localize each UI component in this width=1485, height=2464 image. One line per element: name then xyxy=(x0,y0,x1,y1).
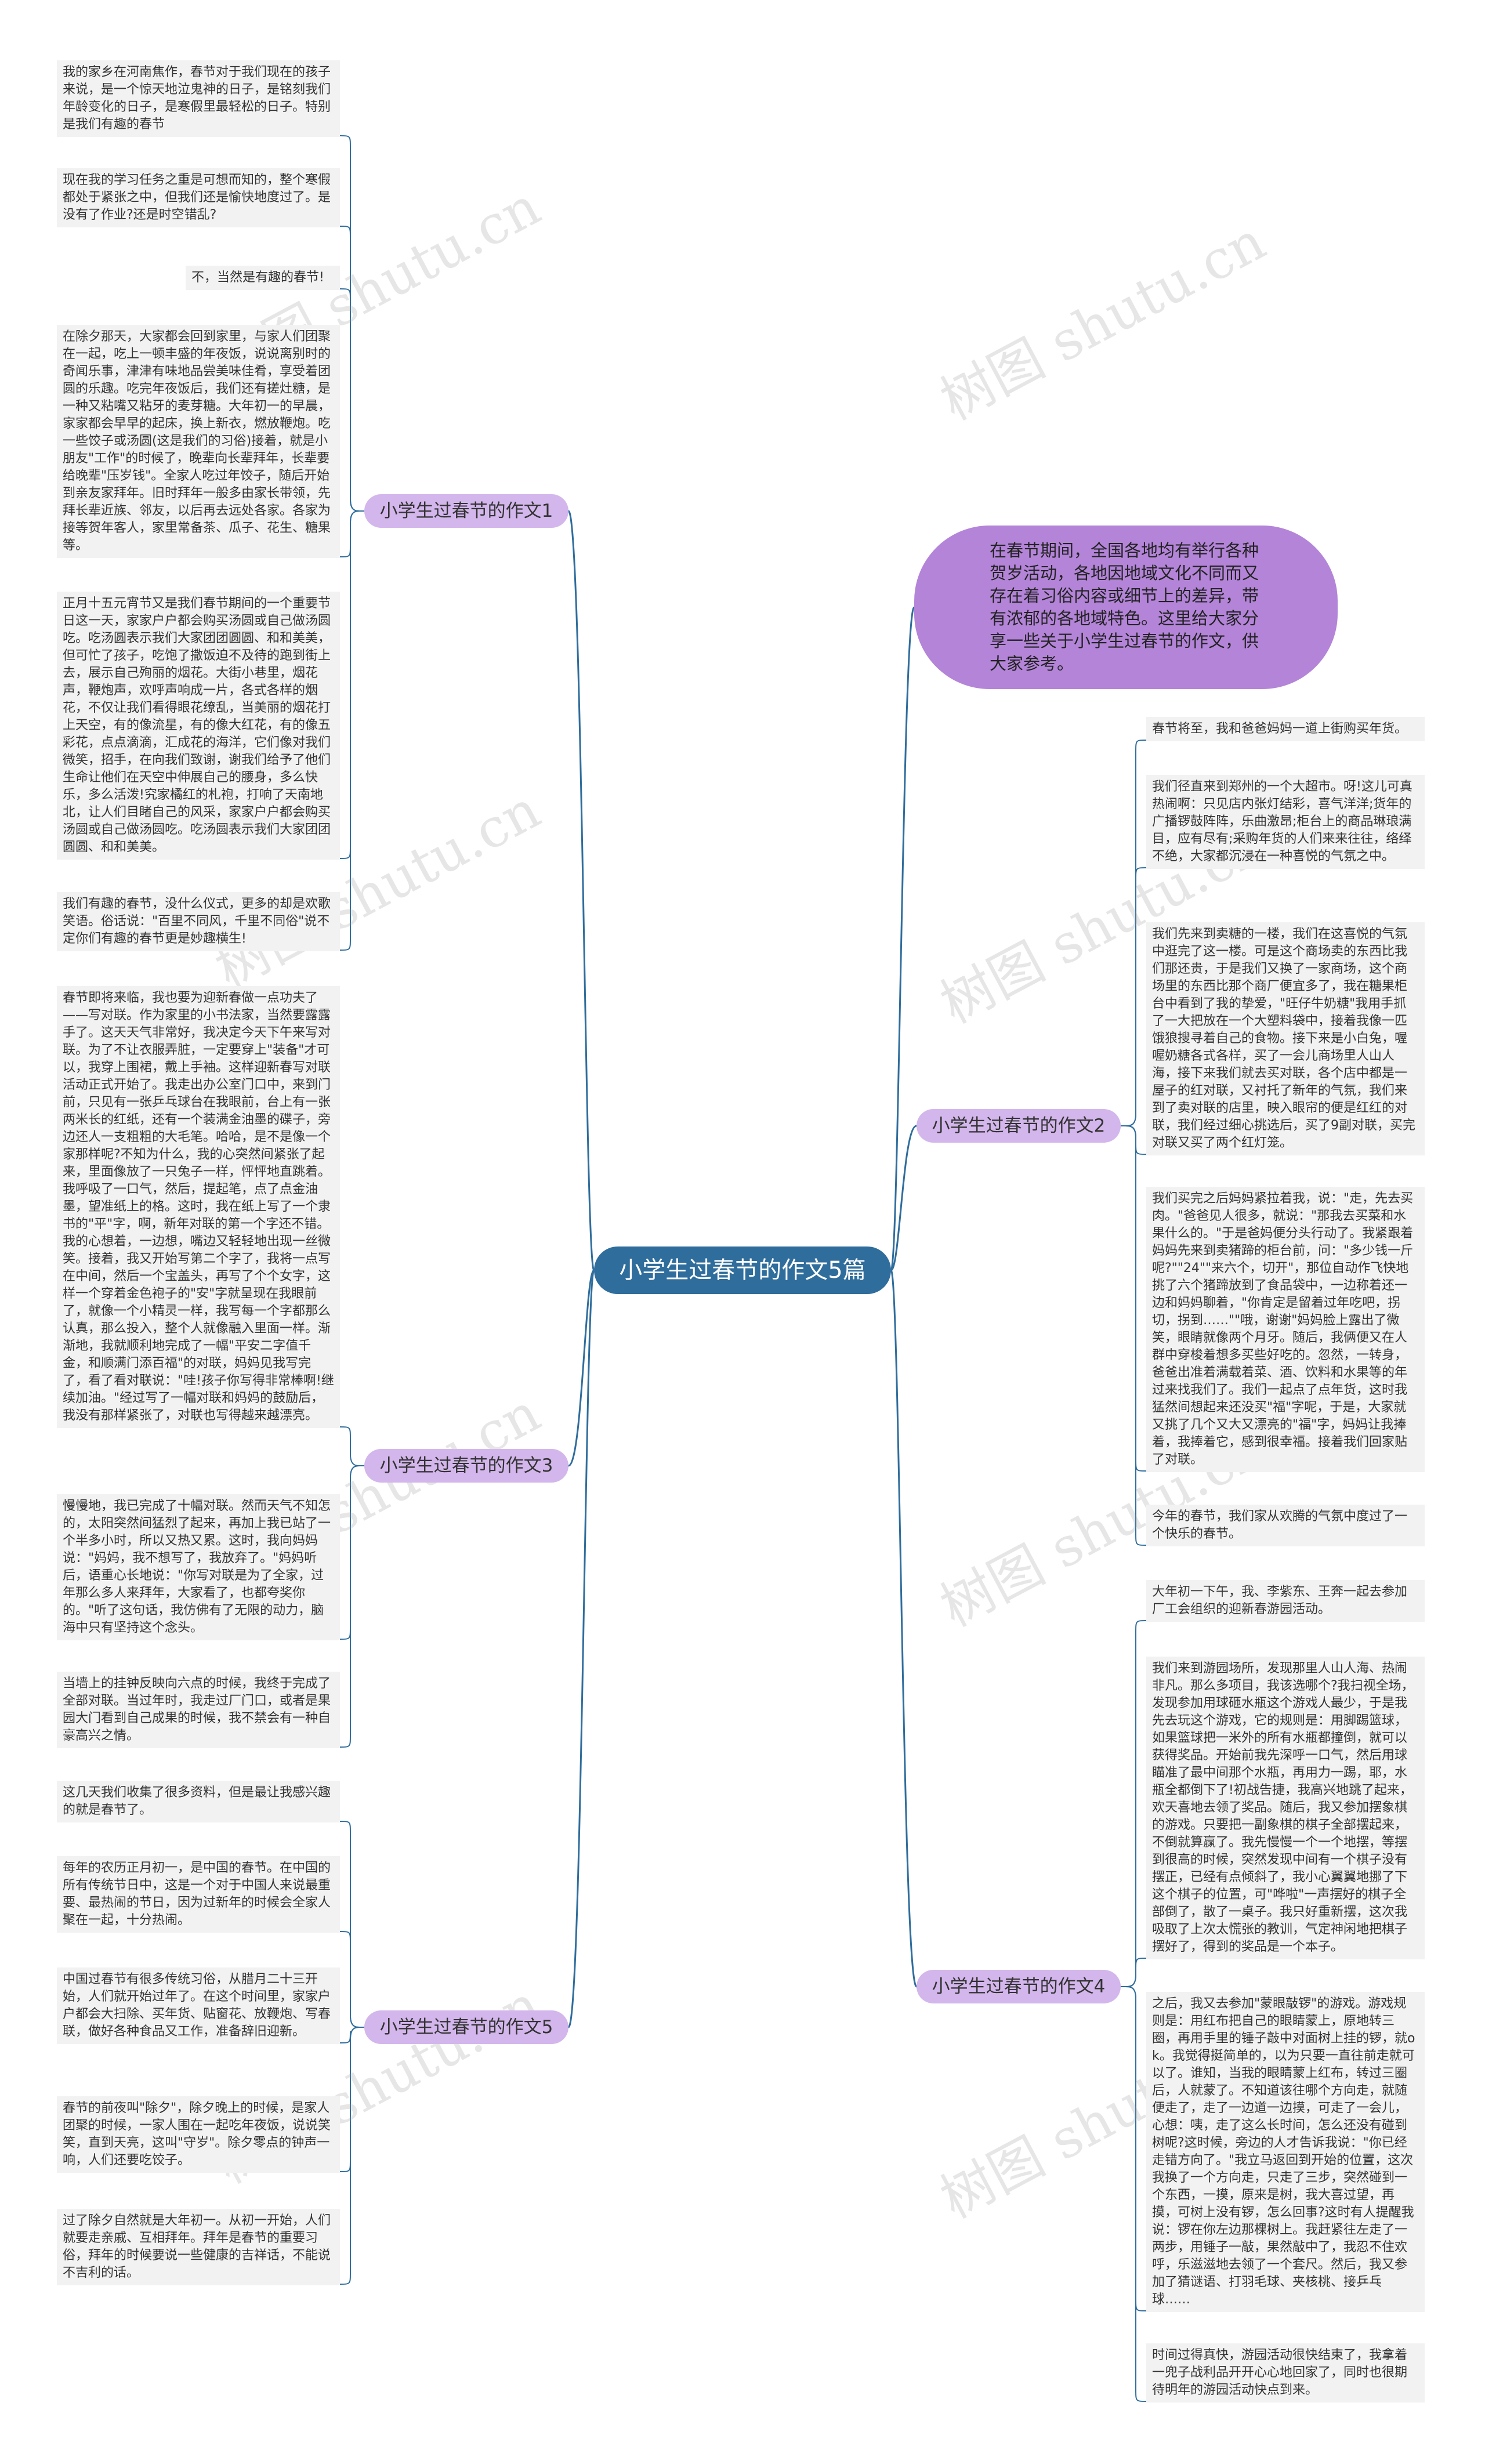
branch-essay-5[interactable]: 小学生过春节的作文5 xyxy=(364,2010,568,2044)
connector-line xyxy=(890,606,915,1271)
leaf-note: 春节即将来临，我也要为迎新春做一点功夫了——写对联。作为家里的小书法家，当然要露… xyxy=(57,986,340,1428)
connector-line xyxy=(890,1269,918,1988)
leaf-note: 我们来到游园场所，发现那里人山人海、热闹非凡。那么多项目，我该选哪个?我扫视全场… xyxy=(1146,1657,1425,1959)
leaf-note: 现在我的学习任务之重是可想而知的，整个寒假都处于紧张之中，但我们还是愉快地度过了… xyxy=(57,168,340,227)
branch-essay-2[interactable]: 小学生过春节的作文2 xyxy=(917,1109,1121,1143)
leaf-note: 春节的前夜叫"除夕"，除夕晚上的时候，是家人团聚的时候，一家人围在一起吃年夜饭，… xyxy=(57,2096,340,2173)
leaf-note: 我们径直来到郑州的一个大超市。呀!这儿可真热闹啊：只见店内张灯结彩，喜气洋洋;货… xyxy=(1146,775,1425,869)
connector-line xyxy=(568,1269,595,1467)
leaf-note: 中国过春节有很多传统习俗，从腊月二十三开始，人们就开始过年了。在这个时间里，家家… xyxy=(57,1967,340,2044)
connector-line xyxy=(567,510,595,1271)
connector-line xyxy=(567,1269,595,2028)
leaf-note: 慢慢地，我已完成了十幅对联。然而天气不知怎的，太阳突然间猛烈了起来，再加上我已站… xyxy=(57,1494,340,1640)
connector-line xyxy=(1121,1125,1425,1546)
branch-essay-3[interactable]: 小学生过春节的作文3 xyxy=(364,1449,568,1483)
leaf-note: 当墙上的挂钟反映向六点的时候，我终于完成了全部对联。当过年时，我走过厂门口，或者… xyxy=(57,1672,340,1748)
leaf-note: 我们有趣的春节，没什么仪式，更多的却是欢歌笑语。俗话说："百里不同风，千里不同俗… xyxy=(57,892,340,951)
leaf-note: 春节将至，我和爸爸妈妈一道上街购买年货。 xyxy=(1146,717,1425,741)
branch-essay-1[interactable]: 小学生过春节的作文1 xyxy=(364,494,568,528)
leaf-note: 每年的农历正月初一，是中国的春节。在中国的所有传统节日中，这是一个对于中国人来说… xyxy=(57,1856,340,1933)
leaf-note: 过了除夕自然就是大年初一。从初一开始，人们就要走亲戚、互相拜年。拜年是春节的重要… xyxy=(57,2209,340,2285)
leaf-note: 时间过得真快，游园活动很快结束了，我拿着一兜子战利品开开心心地回家了，同时也很期… xyxy=(1146,2343,1425,2403)
connector-line xyxy=(57,2027,364,2285)
leaf-note: 不，当然是有趣的春节! xyxy=(186,266,340,290)
leaf-note: 正月十五元宵节又是我们春节期间的一个重要节日这一天，家家户户都会购买汤圆或自己做… xyxy=(57,592,340,860)
intro-bubble[interactable]: 在春节期间，全国各地均有举行各种贺岁活动，各地因地域文化不同而又存在着习俗内容或… xyxy=(914,526,1338,689)
branch-essay-4[interactable]: 小学生过春节的作文4 xyxy=(917,1970,1121,2003)
leaf-note: 今年的春节，我们家从欢腾的气氛中度过了一个快乐的春节。 xyxy=(1146,1505,1425,1546)
leaf-note: 我们买完之后妈妈紧拉着我，说："走，先去买肉。"爸爸见人很多，就说："那我去买菜… xyxy=(1146,1187,1425,1472)
leaf-note: 这几天我们收集了很多资料，但是最让我感兴趣的就是春节了。 xyxy=(57,1781,340,1822)
connector-line xyxy=(890,1125,917,1271)
leaf-note: 我的家乡在河南焦作，春节对于我们现在的孩子来说，是一个惊天地泣鬼神的日子，是铭刻… xyxy=(57,60,340,137)
leaf-note: 我们先来到卖糖的一楼，我们在这喜悦的气氛中逛完了这一楼。可是这个商场卖的东西比我… xyxy=(1146,922,1425,1155)
connector-line xyxy=(1121,1986,1425,2402)
intro-text: 在春节期间，全国各地均有举行各种贺岁活动，各地因地域文化不同而又存在着习俗内容或… xyxy=(990,541,1259,673)
connector-line xyxy=(57,1426,364,1466)
central-topic[interactable]: 小学生过春节的作文5篇 xyxy=(594,1247,891,1294)
leaf-note: 之后，我又去参加"蒙眼敲锣"的游戏。游戏规则是：用红布把自己的眼睛蒙上，原地转三… xyxy=(1146,1992,1425,2312)
connector-line xyxy=(1121,1958,1425,1987)
leaf-note: 大年初一下午，我、李紫东、王奔一起去参加厂工会组织的迎新春游园活动。 xyxy=(1146,1580,1425,1622)
connector-line xyxy=(57,1465,364,1748)
leaf-note: 在除夕那天，大家都会回到家里，与家人们团聚在一起，吃上一顿丰盛的年夜饭，说说离别… xyxy=(57,325,340,558)
connector-line xyxy=(57,510,364,951)
